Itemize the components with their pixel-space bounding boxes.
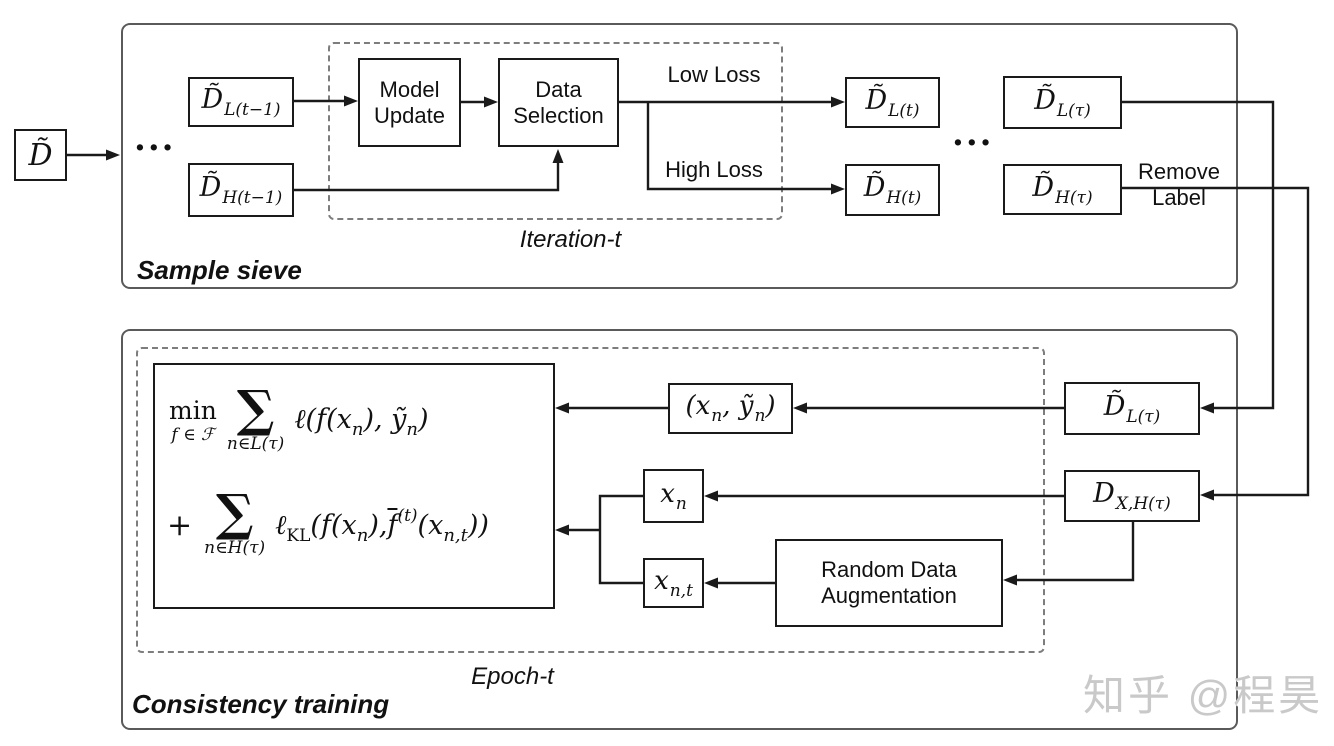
ellipsis-mid: ··· bbox=[952, 123, 994, 163]
watermark: 知乎 @程昊 bbox=[1083, 672, 1324, 719]
node-dl-t-sub: L(t) bbox=[888, 100, 920, 121]
node-xy-pair: (xn, ỹn) bbox=[668, 383, 793, 434]
node-xy-pair-p1: (x bbox=[685, 391, 711, 421]
node-model-update-label: Model Update bbox=[374, 76, 445, 128]
low-loss-label: Low Loss bbox=[667, 62, 761, 87]
formula-min: min bbox=[169, 396, 217, 425]
formula-l2-fbar: f bbox=[387, 509, 398, 541]
node-model-update: Model Update bbox=[358, 58, 461, 147]
node-dh-prev-sub: H(t−1) bbox=[222, 188, 283, 208]
node-x-nt: xn,t bbox=[643, 558, 704, 608]
node-xy-pair-s2: n bbox=[754, 406, 766, 426]
node-d-input-label: D̃ bbox=[28, 137, 53, 173]
node-xy-pair-s1: n bbox=[711, 406, 723, 426]
node-dl-tau-bottom-base: D̃ bbox=[1103, 390, 1126, 422]
consistency-training-frame bbox=[121, 329, 1238, 730]
node-x-n: xn bbox=[643, 469, 704, 523]
node-dl-tau-base: D̃ bbox=[1034, 84, 1056, 116]
node-x-nt-s1: n,t bbox=[669, 580, 693, 601]
high-loss-label: High Loss bbox=[665, 157, 763, 182]
formula-l1-b: ), ỹ bbox=[363, 403, 407, 435]
node-dh-tau-base: D̃ bbox=[1032, 171, 1055, 203]
node-x-n-s1: n bbox=[675, 493, 687, 514]
formula-plus: + bbox=[167, 508, 193, 543]
sample-sieve-label: Sample sieve bbox=[137, 255, 302, 285]
node-x-n-p1: x bbox=[660, 478, 675, 509]
node-d-input: D̃ bbox=[14, 129, 67, 181]
node-dl-prev-base: D̃ bbox=[201, 84, 224, 115]
node-dh-prev: D̃H(t−1) bbox=[188, 163, 294, 217]
remove-label: Remove Label bbox=[1138, 159, 1220, 210]
node-dl-tau-sub: L(τ) bbox=[1056, 100, 1091, 121]
node-dl-tau-bottom-sub: L(τ) bbox=[1126, 406, 1161, 427]
node-dxh-tau: DX,H(τ) bbox=[1064, 470, 1200, 522]
node-dl-prev: D̃L(t−1) bbox=[188, 77, 294, 127]
node-dl-tau-bottom: D̃L(τ) bbox=[1064, 382, 1200, 435]
node-x-nt-p1: x bbox=[654, 565, 669, 596]
formula-l2-c: ), bbox=[368, 509, 388, 541]
node-xy-pair-p3: ) bbox=[765, 391, 776, 421]
node-formula: min f ∈ ℱ ∑ n∈L(τ) ℓ(f(xn), ỹn) + ∑ n∈H(… bbox=[153, 363, 555, 609]
node-random-aug: Random Data Augmentation bbox=[775, 539, 1003, 627]
node-dxh-tau-base: D bbox=[1093, 478, 1115, 509]
formula-l2-b: (f(x bbox=[310, 509, 357, 541]
epoch-label: Epoch-t bbox=[471, 663, 554, 690]
formula-l1-a: ℓ(f(x bbox=[294, 403, 352, 435]
iteration-label: Iteration-t bbox=[519, 226, 622, 253]
node-dh-t: D̃H(t) bbox=[845, 164, 940, 216]
consistency-training-label: Consistency training bbox=[132, 689, 390, 719]
formula-l2-e: )) bbox=[467, 509, 489, 541]
formula-sum-1: ∑ bbox=[236, 379, 275, 438]
node-dh-tau: D̃H(τ) bbox=[1003, 164, 1122, 215]
formula-sum-2-sub: n∈H(τ) bbox=[204, 538, 266, 558]
node-dl-t: D̃L(t) bbox=[845, 77, 940, 128]
node-data-selection: Data Selection bbox=[498, 58, 619, 147]
formula-l2-a-sub: KL bbox=[286, 525, 311, 546]
formula-l2-sup: (t) bbox=[397, 505, 418, 526]
formula-l2-a: ℓ bbox=[275, 509, 287, 541]
epoch-dashed-frame bbox=[136, 347, 1045, 653]
node-dh-t-sub: H(t) bbox=[886, 188, 922, 208]
node-dl-tau: D̃L(τ) bbox=[1003, 76, 1122, 129]
formula-l1-c: ) bbox=[418, 403, 429, 435]
formula-line-2: + ∑ n∈H(τ) ℓKL(f(xn),f(t)(xn,t)) bbox=[167, 483, 489, 559]
formula-l2-d: (x bbox=[417, 509, 444, 541]
formula-l1-b-sub: n bbox=[406, 418, 418, 440]
node-random-aug-label: Random Data Augmentation bbox=[821, 557, 957, 608]
node-dl-prev-sub: L(t−1) bbox=[224, 100, 281, 120]
node-dh-prev-base: D̃ bbox=[199, 172, 222, 203]
formula-l2-b-sub: n bbox=[356, 524, 369, 546]
formula-sum-2: ∑ bbox=[215, 483, 254, 542]
node-dh-t-base: D̃ bbox=[863, 172, 886, 203]
formula-l1-a-sub: n bbox=[351, 418, 364, 440]
formula-line-1: min f ∈ ℱ ∑ n∈L(τ) ℓ(f(xn), ỹn) bbox=[169, 379, 429, 455]
node-dl-t-base: D̃ bbox=[865, 84, 888, 116]
formula-min-sub: f ∈ ℱ bbox=[171, 425, 215, 445]
arrow-dinput-to-sieve bbox=[67, 149, 120, 161]
node-dh-tau-sub: H(τ) bbox=[1055, 187, 1093, 208]
node-dxh-tau-sub: X,H(τ) bbox=[1115, 494, 1171, 514]
formula-sum-1-sub: n∈L(τ) bbox=[226, 434, 285, 454]
ellipsis-left: ··· bbox=[134, 128, 176, 168]
node-xy-pair-p2: , ỹ bbox=[722, 391, 754, 421]
formula-l2-d-sub: n,t bbox=[443, 524, 468, 546]
node-data-selection-label: Data Selection bbox=[513, 76, 604, 128]
